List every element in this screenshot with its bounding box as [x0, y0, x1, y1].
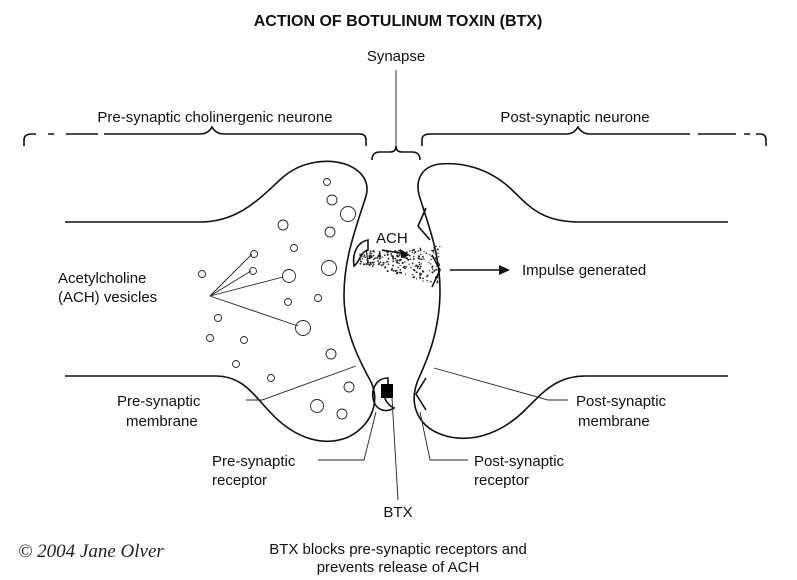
post-membrane-label-line2: membrane [578, 413, 650, 430]
post-synaptic-receptor-middle [431, 254, 441, 288]
post-synaptic-neurone-outline [413, 162, 728, 440]
ach-label: ACH [376, 230, 408, 247]
diagram-title: ACTION OF BOTULINUM TOXIN (BTX) [254, 13, 543, 30]
impulse-label: Impulse generated [522, 262, 646, 279]
post-membrane-pointer [433, 367, 568, 401]
post-receptor-pointer [419, 411, 468, 461]
caption-line1: BTX blocks pre-synaptic receptors and [269, 541, 527, 558]
post-membrane-label-line1: Post-synaptic [576, 393, 667, 410]
btx-toxin-block [381, 384, 393, 398]
post-receptor-label-line1: Post-synaptic [474, 453, 565, 470]
ach-diffusion-stipple [359, 245, 441, 284]
synapse-label: Synapse [367, 48, 425, 65]
pre-membrane-label-line2: membrane [126, 413, 198, 430]
post-receptor-label-line2: receptor [474, 472, 529, 489]
post-neurone-bracket [421, 125, 767, 146]
vesicles-label-line1: Acetylcholine [58, 270, 146, 287]
pre-membrane-label-line1: Pre-synaptic [117, 393, 201, 410]
pre-receptor-label-line1: Pre-synaptic [212, 453, 296, 470]
pre-receptor-label-line2: receptor [212, 472, 267, 489]
vesicles-pointer-lines [209, 253, 299, 327]
impulse-arrowhead [499, 265, 510, 275]
pre-receptor-pointer [318, 411, 377, 461]
btx-pointer [391, 397, 399, 501]
pre-membrane-pointer [246, 365, 357, 401]
post-neurone-label: Post-synaptic neurone [500, 109, 649, 126]
caption-line2: prevents release of ACH [317, 559, 480, 575]
copyright-notice: © 2004 Jane Olver [18, 541, 164, 562]
post-synaptic-receptor-lower [415, 377, 427, 411]
pre-neurone-label: Pre-synaptic cholinergenic neurone [97, 109, 332, 126]
pre-synaptic-release-site [352, 239, 369, 268]
btx-label: BTX [383, 504, 412, 521]
post-synaptic-receptor-upper [417, 207, 431, 241]
vesicles-label-line2: (ACH) vesicles [58, 289, 157, 306]
pre-neurone-bracket [23, 125, 367, 146]
synapse-bracket [371, 145, 421, 161]
ach-vesicles [198, 178, 356, 420]
pre-synaptic-neurone-outline [65, 160, 376, 443]
ach-arrowhead [400, 249, 410, 258]
